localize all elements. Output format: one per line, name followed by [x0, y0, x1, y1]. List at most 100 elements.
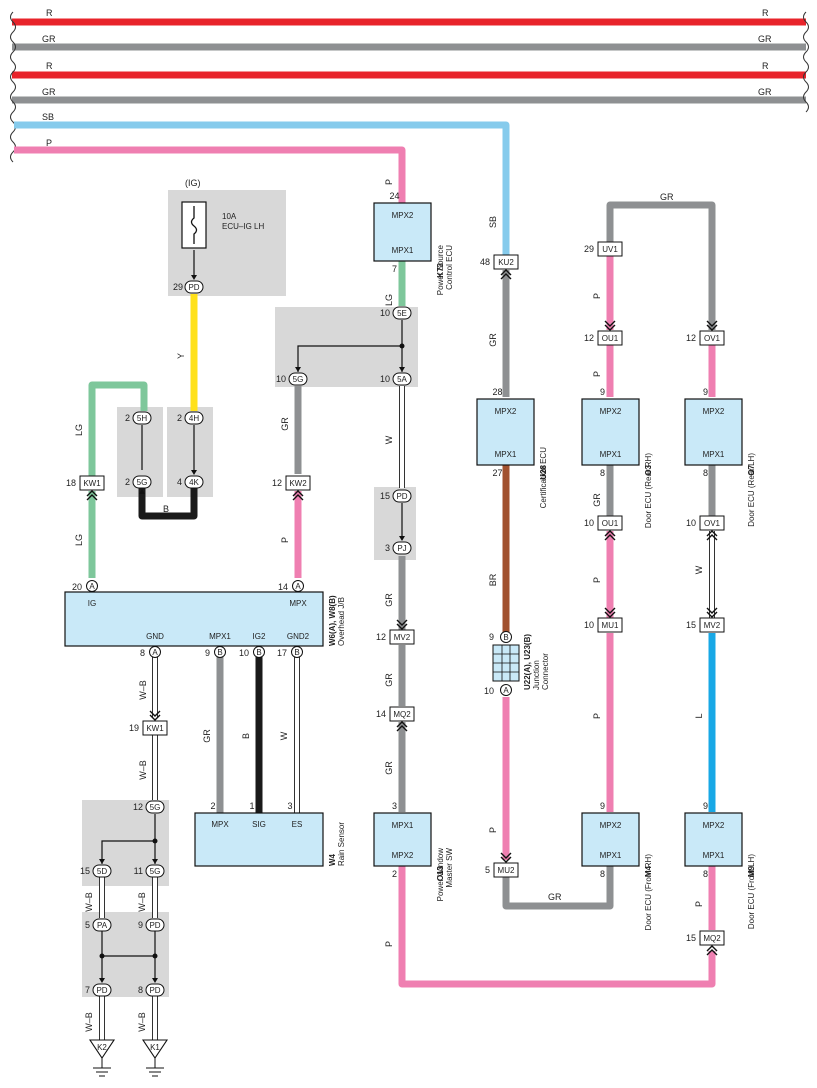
wire-code-label: Y	[176, 353, 186, 359]
jb-pin-oval	[92, 983, 112, 997]
connector-box	[285, 475, 311, 491]
component-name-2: Control ECU	[445, 245, 454, 290]
jb-pin-oval	[392, 541, 412, 555]
wire-code-label: P	[488, 827, 498, 833]
pin-number: 10	[584, 518, 594, 528]
terminal-label: MPX1	[600, 851, 622, 860]
wire-code-label: W–B	[138, 680, 148, 700]
jb-pin-pd_c: PD7	[85, 978, 112, 997]
pin-number: 10	[380, 374, 390, 384]
pin-number: 14	[278, 582, 288, 592]
jb-pin-pa: PA5	[85, 918, 112, 932]
pin-number: 15	[80, 866, 90, 876]
jb-pin-oval	[92, 918, 112, 932]
wire-code-label: LG	[74, 534, 84, 546]
arrow-icon	[399, 536, 405, 541]
terminal-label-ig2: IG2	[253, 632, 266, 641]
jb-pin-oval	[392, 372, 412, 386]
pin-number: 8	[703, 468, 708, 478]
component-name-2: Connector	[541, 653, 550, 690]
wire-code-label: W	[694, 565, 704, 574]
connector-box	[389, 706, 415, 722]
wire-code-label: W–B	[137, 1012, 147, 1032]
wire-code-label: W–B	[84, 1012, 94, 1032]
pin-number: 3	[392, 801, 397, 811]
jb-pin-label: PD	[149, 986, 160, 995]
terminal-label-gnd2: GND2	[287, 632, 310, 641]
arrow-icon	[139, 489, 145, 494]
pin-number: 29	[584, 244, 594, 254]
connector-label: KW1	[146, 724, 164, 733]
connector-circle	[149, 646, 161, 658]
jb-pin-4h: 4H2	[177, 411, 204, 425]
chevron-icon	[500, 269, 512, 280]
connector-circle	[214, 646, 226, 658]
bus-wire-3-label-left: R	[46, 61, 53, 71]
connector-box	[597, 330, 623, 346]
wire-code-label: P	[592, 371, 602, 377]
pin-number: 48	[480, 257, 490, 267]
jb-pin-5h: 5H2	[125, 411, 152, 425]
connector-label: UV1	[602, 245, 618, 254]
connector-box	[597, 241, 623, 257]
pin-number: 7	[392, 264, 397, 274]
wire-lg-5h	[88, 381, 148, 476]
pin-number: 9	[205, 648, 210, 658]
wire-code-label: W	[279, 731, 289, 740]
connector-box	[389, 629, 415, 645]
component-id: O3	[644, 464, 653, 475]
connector-label: OU1	[602, 334, 619, 343]
arrow-icon	[295, 367, 301, 372]
fuse-name: ECU–IG LH	[222, 222, 264, 231]
terminal-label: MPX2	[703, 407, 725, 416]
connector-letter: B	[256, 648, 261, 657]
pin-number: 10	[239, 648, 249, 658]
wire-code-label: GR	[202, 729, 212, 743]
pin-number: 1	[249, 801, 254, 811]
pin-number: 11	[134, 866, 143, 876]
pin-number: 8	[138, 985, 143, 995]
connector-box	[597, 515, 623, 531]
ecu-box	[581, 398, 640, 466]
jb-pin-label: PD	[96, 986, 107, 995]
wire-code-label: BR	[488, 573, 498, 586]
pin-number: 28	[492, 387, 502, 397]
bus-wire-2-label-left: GR	[42, 34, 56, 44]
wire-p-k73	[14, 146, 406, 203]
connector-box	[142, 720, 168, 736]
connector-box	[699, 330, 725, 346]
pin-number: 9	[600, 801, 605, 811]
connector-box	[79, 475, 105, 491]
junction-dot	[399, 343, 405, 349]
terminal-label: MPX1	[600, 450, 622, 459]
jb-pin-oval	[392, 489, 412, 503]
pin-number: 9	[138, 920, 143, 930]
jb-pin-pd_b: PD9	[138, 918, 165, 932]
connector-label: OV1	[704, 334, 721, 343]
ecu-box	[194, 812, 324, 867]
pin-number: 9	[703, 801, 708, 811]
pin-number: 10	[380, 308, 390, 318]
pin-number: 3	[385, 543, 390, 553]
wire-code-label: GR	[592, 493, 602, 507]
terminal-label-mpx: MPX	[289, 599, 307, 608]
wire-code-label: LG	[384, 294, 394, 306]
connector-box	[699, 617, 725, 633]
jb-pin-4k: 4K4	[177, 470, 204, 489]
ecu-box	[684, 812, 743, 867]
pin-number: 2	[392, 869, 397, 879]
jb-pin-oval	[145, 918, 165, 932]
wire-code-label: P	[384, 179, 394, 185]
connector-box	[493, 862, 519, 878]
chevron-icon	[604, 607, 616, 618]
